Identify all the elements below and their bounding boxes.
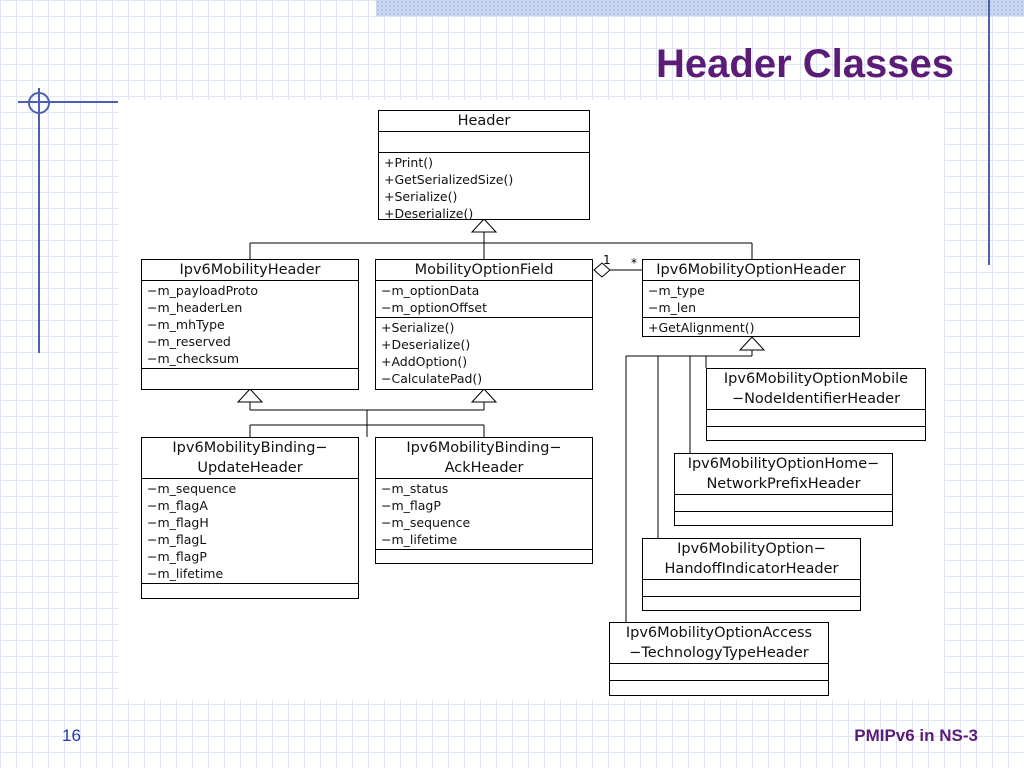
attribute: −m_len [648,300,696,315]
top-decor-band [376,0,1024,16]
attribute: −m_mhType [147,317,225,332]
attribute: −m_optionData [381,283,480,298]
attributes-section: −m_optionData −m_optionOffset [376,281,592,318]
attribute: −m_flagL [147,532,207,547]
decor-right-line [988,0,990,265]
operation: −CalculatePad() [381,371,483,386]
class-name: Header [379,111,589,132]
attribute: −m_payloadProto [147,283,258,298]
class-option-home-network-prefix: Ipv6MobilityOptionHome− NetworkPrefixHea… [674,453,893,526]
class-name-line: Ipv6MobilityOptionAccess [625,625,813,641]
attribute: −m_type [648,283,705,298]
class-name: Ipv6MobilityHeader [142,260,358,281]
class-name: Ipv6MobilityOptionHome− NetworkPrefixHea… [675,454,892,495]
class-option-handoff-indicator: Ipv6MobilityOption− HandoffIndicatorHead… [642,538,861,611]
class-name: Ipv6MobilityOptionHeader [643,260,859,281]
slide-title: Header Classes [656,42,954,86]
operations-section [376,550,592,570]
operations-section: +Print() +GetSerializedSize() +Serialize… [379,153,589,223]
class-ipv6-mobility-option-header: Ipv6MobilityOptionHeader −m_type −m_len … [642,259,860,337]
attributes-section: −m_sequence −m_flagA −m_flagH −m_flagL −… [142,479,358,584]
attribute: −m_checksum [147,351,240,366]
attribute: −m_flagP [381,498,441,513]
decor-vertical-line [38,88,40,353]
class-name-line: UpdateHeader [197,460,303,476]
attributes-section [707,410,925,427]
multiplicity-many: * [631,256,637,270]
attribute: −m_headerLen [147,300,243,315]
operation: +Deserialize() [384,206,474,221]
decor-horizontal-line [18,101,216,103]
operation: +GetSerializedSize() [384,172,514,187]
attributes-section [643,580,860,597]
attributes-section [675,495,892,512]
attribute: −m_lifetime [147,566,224,581]
gen-arrow-mobility-header [236,388,264,403]
attribute: −m_status [381,481,449,496]
operations-section: +GetAlignment() [643,318,859,337]
operation: +Deserialize() [381,337,471,352]
attribute: −m_flagA [147,498,208,513]
class-name: Ipv6MobilityBinding− AckHeader [376,438,592,479]
class-name-line: Ipv6MobilityOption− [677,541,826,557]
operations-section: +Serialize() +Deserialize() +AddOption()… [376,318,592,388]
class-name-line: Ipv6MobilityBinding− [172,440,328,456]
attribute: −m_sequence [147,481,237,496]
page-number: 16 [62,726,81,745]
class-name: Ipv6MobilityOption− HandoffIndicatorHead… [643,539,860,580]
attribute: −m_sequence [381,515,471,530]
class-name-line: −TechnologyTypeHeader [629,645,809,661]
class-name-line: HandoffIndicatorHeader [664,561,839,577]
attribute: −m_optionOffset [381,300,487,315]
class-name: MobilityOptionField [376,260,592,281]
class-name: Ipv6MobilityOptionAccess −TechnologyType… [610,623,828,664]
gen-arrow-header [470,218,498,233]
attributes-section [610,664,828,681]
class-name-line: Ipv6MobilityBinding− [406,440,562,456]
class-name-line: −NodeIdentifierHeader [731,391,901,407]
operations-section [675,512,892,528]
attributes-section [379,132,589,153]
operations-section [707,427,925,443]
operations-section [610,681,828,697]
class-option-mobile-node-identifier: Ipv6MobilityOptionMobile −NodeIdentifier… [706,368,926,441]
decor-circle [28,92,50,114]
footer-text: PMIPv6 in NS-3 [854,726,978,745]
class-name-line: Ipv6MobilityOptionHome− [687,456,880,472]
operations-section [643,597,860,613]
class-name: Ipv6MobilityOptionMobile −NodeIdentifier… [707,369,925,410]
attribute: −m_reserved [147,334,231,349]
class-name: Ipv6MobilityBinding− UpdateHeader [142,438,358,479]
gen-arrow-option-header [738,336,766,351]
attributes-section: −m_status −m_flagP −m_sequence −m_lifeti… [376,479,592,550]
operations-section [142,584,358,604]
operation: +GetAlignment() [648,320,755,335]
operations-section [142,369,358,389]
attribute: −m_flagP [147,549,207,564]
class-header: Header +Print() +GetSerializedSize() +Se… [378,110,590,223]
operation: +Serialize() [381,320,455,335]
multiplicity-one: 1 [603,253,611,267]
attributes-section: −m_type −m_len [643,281,859,318]
class-binding-ack-header: Ipv6MobilityBinding− AckHeader −m_status… [375,437,593,564]
class-option-access-technology-type: Ipv6MobilityOptionAccess −TechnologyType… [609,622,829,696]
class-name-line: Ipv6MobilityOptionMobile [723,371,909,387]
attributes-section: −m_payloadProto −m_headerLen −m_mhType −… [142,281,358,369]
class-ipv6-mobility-header: Ipv6MobilityHeader −m_payloadProto −m_he… [141,259,359,390]
class-mobility-option-field: MobilityOptionField −m_optionData −m_opt… [375,259,593,390]
class-name-line: AckHeader [444,460,524,476]
operation: +Serialize() [384,189,458,204]
attribute: −m_flagH [147,515,209,530]
attribute: −m_lifetime [381,532,458,547]
class-name-line: NetworkPrefixHeader [706,476,861,492]
class-binding-update-header: Ipv6MobilityBinding− UpdateHeader −m_seq… [141,437,359,599]
operation: +Print() [384,155,433,170]
aggregation-diamond [593,262,611,278]
operation: +AddOption() [381,354,468,369]
gen-arrow-option-field [470,388,498,403]
